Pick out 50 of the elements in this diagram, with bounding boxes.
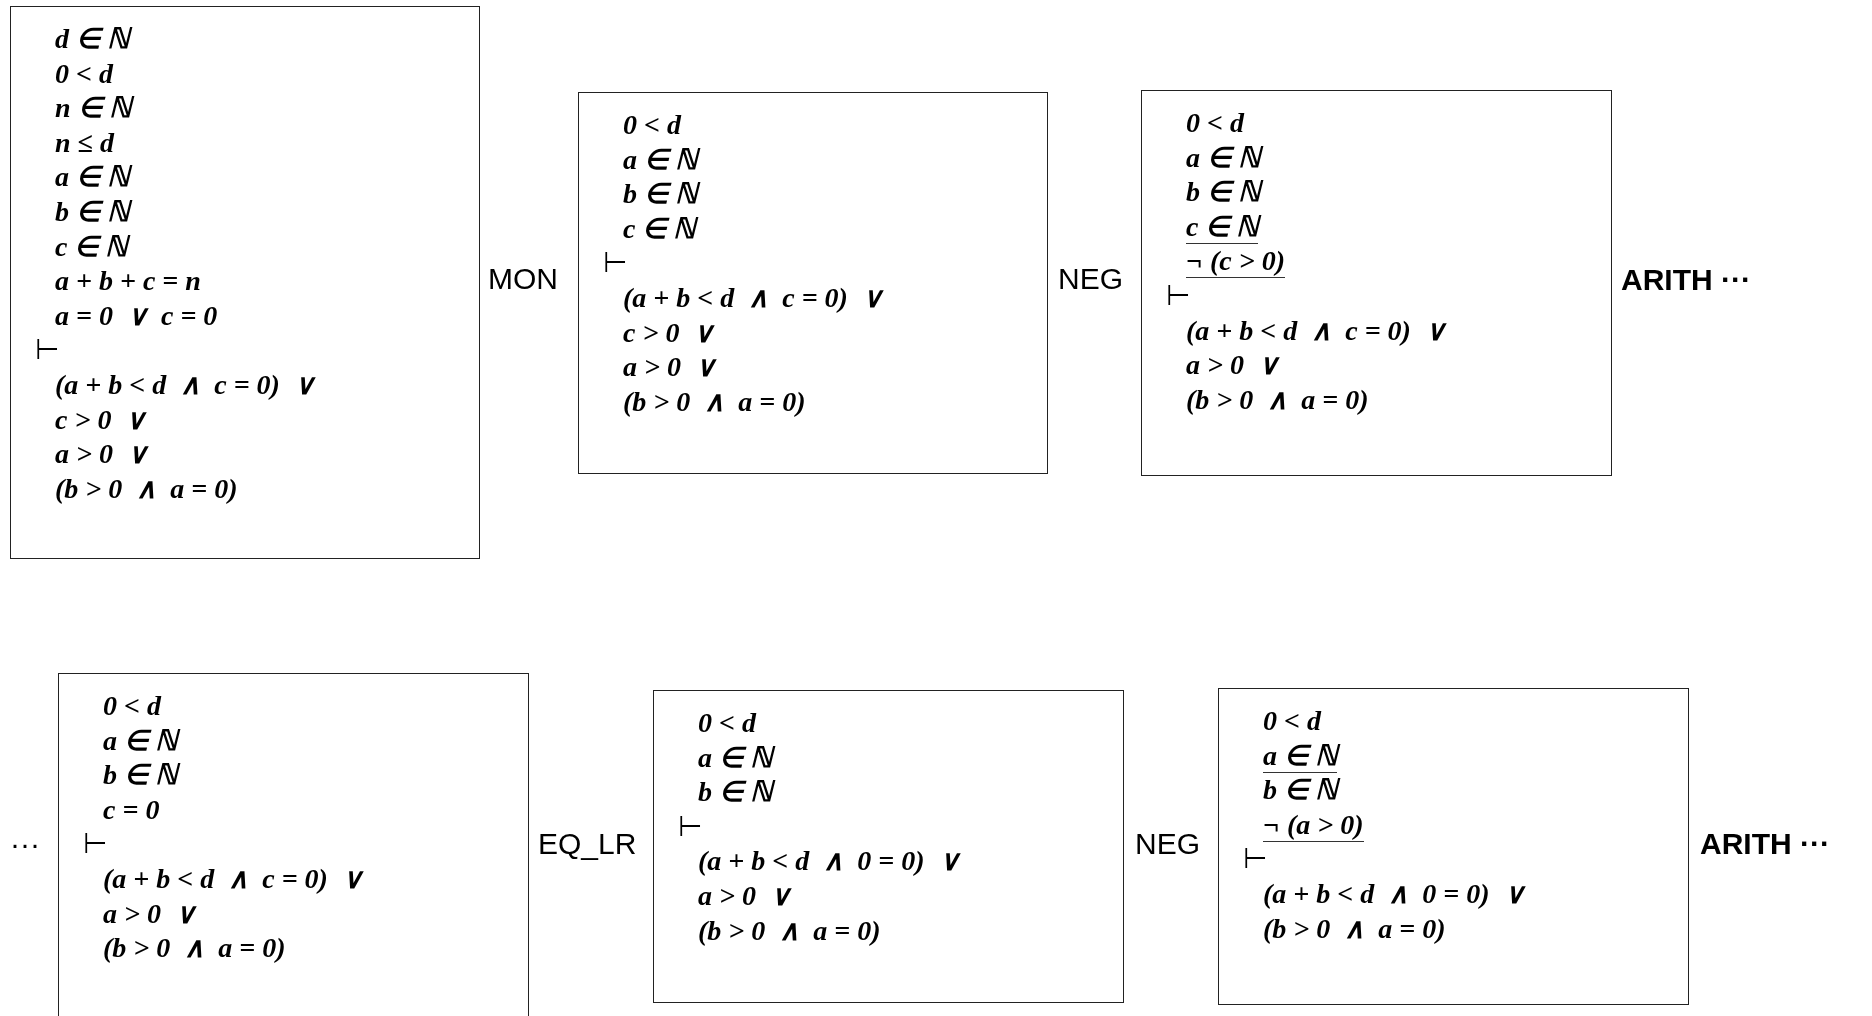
rule-label: EQ_LR — [538, 827, 637, 861]
turnstile-symbol: ⊢ — [678, 810, 702, 843]
formula-line: 0 < d — [623, 109, 681, 141]
rule-label: ARITH ··· — [1700, 827, 1830, 861]
formula-line: a > 0 ∨ — [103, 897, 195, 930]
formula-line: (b > 0 ∧ a = 0) — [1263, 912, 1446, 945]
formula-line: (b > 0 ∧ a = 0) — [698, 914, 881, 947]
formula-line: c = 0 — [103, 793, 160, 826]
formula-line: (a + b < d ∧ c = 0) ∨ — [55, 369, 314, 401]
sequent-box — [1218, 688, 1689, 1005]
sequent-box — [578, 92, 1048, 474]
formula-line: 0 < d — [1263, 705, 1321, 737]
formula-line: ¬ (a > 0) — [1263, 808, 1364, 842]
formula-line: (a + b < d ∧ c = 0) ∨ — [103, 863, 362, 895]
formula-line: n ≤ d — [55, 126, 114, 159]
formula-line: 0 < d — [698, 707, 756, 739]
turnstile-symbol: ⊢ — [603, 247, 627, 280]
rule-label: NEG — [1058, 262, 1123, 296]
formula-line: a > 0 ∨ — [623, 351, 715, 384]
formula-line: 0 < d — [55, 57, 113, 90]
rule-label: ARITH ··· — [1621, 263, 1751, 297]
sequent-box — [10, 6, 480, 559]
sequent-box — [1141, 90, 1612, 476]
formula-line: a > 0 ∨ — [698, 880, 790, 912]
ellipsis-text: ··· — [10, 827, 40, 861]
formula-line: c > 0 ∨ — [55, 403, 146, 436]
formula-line: a > 0 ∨ — [55, 438, 147, 471]
formula-line: 0 < d — [103, 690, 161, 722]
formula-line: (b > 0 ∧ a = 0) — [55, 472, 238, 505]
formula-line: a + b + c = n — [55, 265, 201, 298]
turnstile-symbol: ⊢ — [1166, 280, 1190, 312]
formula-line: c > 0 ∨ — [623, 316, 714, 349]
formula-line: (a + b < d ∧ c = 0) ∨ — [623, 282, 882, 314]
formula-line: (a + b < d ∧ 0 = 0) ∨ — [698, 845, 959, 878]
turnstile-symbol: ⊢ — [35, 334, 59, 367]
formula-line: (b > 0 ∧ a = 0) — [1186, 383, 1369, 416]
sequent-box — [58, 673, 529, 1016]
formula-line: (a + b < d ∧ 0 = 0) ∨ — [1263, 878, 1524, 910]
rule-label: MON — [488, 262, 558, 296]
formula-line: (a + b < d ∧ c = 0) ∨ — [1186, 314, 1445, 347]
rule-label: NEG — [1135, 827, 1200, 861]
formula-line: a > 0 ∨ — [1186, 349, 1278, 382]
sequent-box — [653, 690, 1124, 1003]
formula-line: (b > 0 ∧ a = 0) — [623, 385, 806, 418]
formula-line: (b > 0 ∧ a = 0) — [103, 932, 286, 965]
formula-line: ¬ (c > 0) — [1186, 245, 1285, 279]
formula-line: 0 < d — [1186, 107, 1244, 139]
turnstile-symbol: ⊢ — [1243, 843, 1267, 876]
turnstile-symbol: ⊢ — [83, 828, 107, 861]
formula-line: a = 0 ∨ c = 0 — [55, 299, 218, 332]
